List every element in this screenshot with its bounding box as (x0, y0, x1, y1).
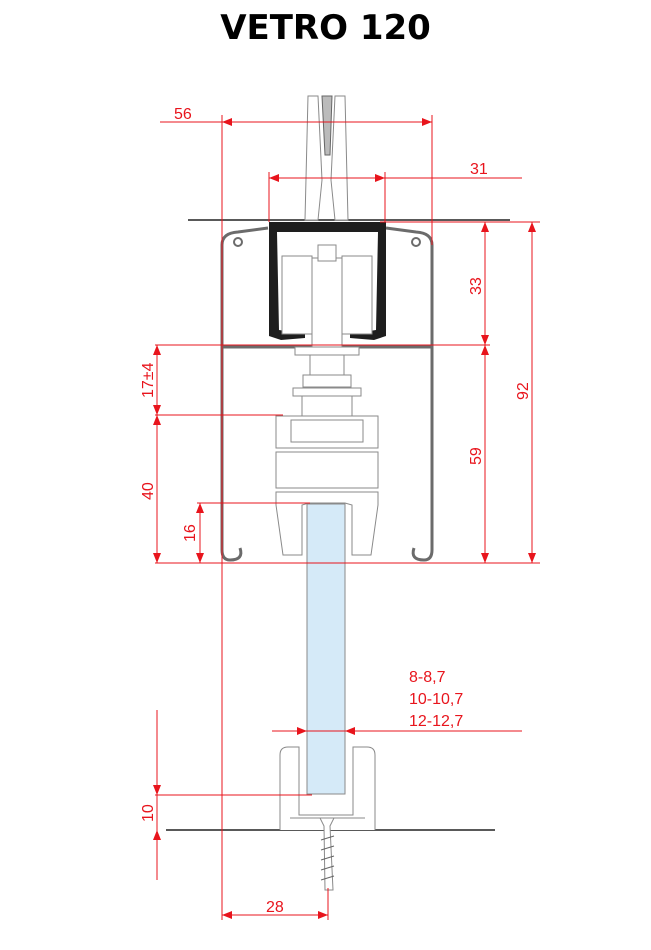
dim-40-label: 40 (140, 482, 157, 500)
carriage-rollers (281, 244, 373, 356)
ceiling-screw (304, 95, 349, 221)
dim-10-label: 10 (140, 804, 157, 822)
dim-56-label: 56 (174, 106, 192, 123)
floor-screw (319, 817, 335, 891)
extension-lines (155, 115, 540, 920)
glass-thickness-label: 8-8,7 (409, 669, 446, 686)
floor-guide (279, 746, 376, 830)
dimension-lines (153, 118, 536, 919)
dim-59-label: 59 (468, 447, 485, 465)
dim-17-label: 17±4 (140, 362, 157, 398)
dim-31-label: 31 (470, 161, 488, 178)
dim-16-label: 16 (182, 524, 199, 542)
hanger-assembly (275, 354, 379, 556)
glass-thickness-label: 12-12,7 (409, 713, 463, 730)
dim-33-label: 33 (468, 277, 485, 295)
glass-thickness-label: 10-10,7 (409, 691, 463, 708)
diagram-title: VETRO 120 (220, 8, 431, 48)
dim-28-label: 28 (266, 899, 284, 916)
glass-panel (306, 503, 346, 795)
dim-92-label: 92 (515, 382, 532, 400)
